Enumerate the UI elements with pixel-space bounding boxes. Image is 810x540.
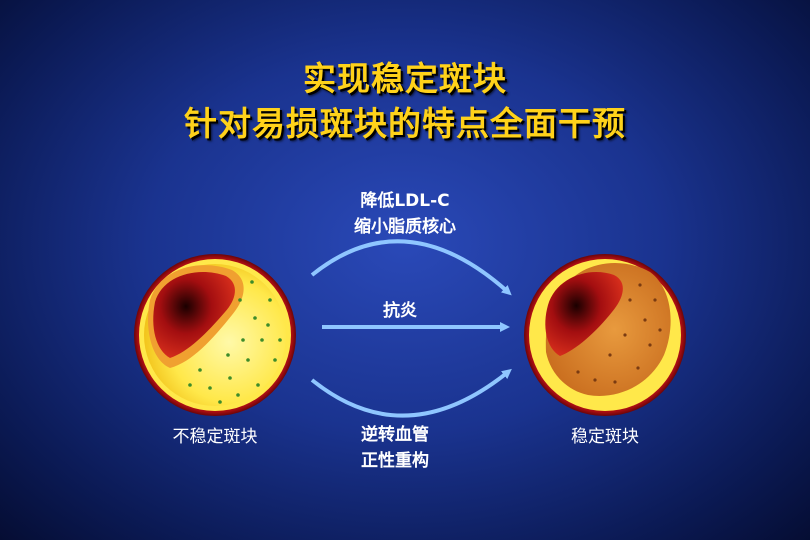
upper-curved-arrow bbox=[312, 241, 508, 292]
action-anti-inflammation: 抗炎 bbox=[345, 298, 455, 324]
caption-unstable-plaque: 不稳定斑块 bbox=[130, 424, 300, 450]
action-reverse-remodeling: 逆转血管 正性重构 bbox=[330, 422, 460, 474]
action-lower-ldl: 降低LDL-C 缩小脂质核心 bbox=[320, 188, 490, 240]
unstable-plaque-illustration bbox=[134, 254, 296, 416]
action-reverse-remodeling-line-1: 逆转血管 bbox=[330, 422, 460, 448]
action-lower-ldl-line-2: 缩小脂质核心 bbox=[320, 214, 490, 240]
action-lower-ldl-line-1: 降低LDL-C bbox=[320, 188, 490, 214]
stable-plaque-illustration bbox=[524, 254, 686, 416]
caption-stable-plaque: 稳定斑块 bbox=[520, 424, 690, 450]
action-reverse-remodeling-line-2: 正性重构 bbox=[330, 448, 460, 474]
lower-curved-arrow bbox=[312, 372, 508, 416]
